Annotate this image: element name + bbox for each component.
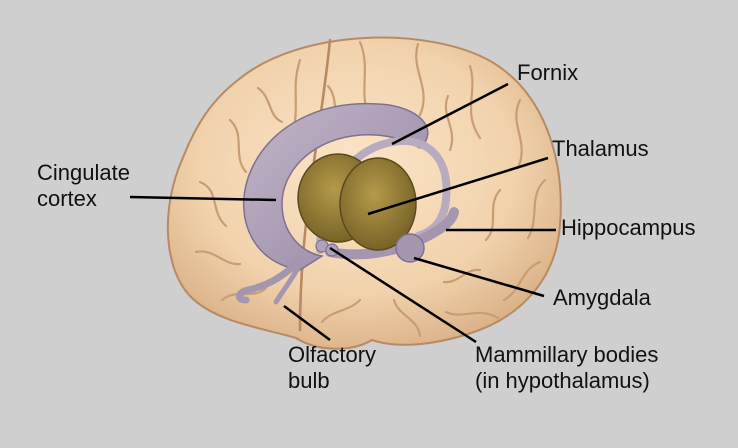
pointer-thalamus [367, 156, 549, 216]
label-mammillary-line1: Mammillary bodies [475, 342, 659, 367]
pointer-mammillary [329, 246, 477, 344]
label-mammillary-line2: (in hypothalamus) [475, 368, 650, 393]
label-amygdala: Amygdala [553, 285, 651, 310]
label-mammillary-bodies: Mammillary bodies (in hypothalamus) [475, 342, 658, 394]
label-thalamus: Thalamus [552, 136, 649, 161]
pointer-fornix [391, 82, 509, 146]
cingulate-cortex-shape [243, 102, 429, 271]
olfactory-bulb-shape [236, 256, 304, 304]
pointer-amygdala [413, 256, 545, 298]
label-olfactory-line2: bulb [288, 368, 330, 393]
pointer-olfactory [283, 304, 331, 342]
label-cingulate-line2: cortex [37, 186, 97, 211]
label-olfactory-bulb: Olfactory bulb [288, 342, 376, 394]
label-hippocampus: Hippocampus [561, 215, 696, 240]
label-fornix: Fornix [517, 60, 579, 85]
pointer-cingulate [129, 195, 277, 202]
thalamus-shape [297, 153, 417, 251]
label-cingulate-cortex: Cingulate cortex [37, 160, 130, 212]
hippocampus-shape [325, 207, 459, 260]
label-cingulate-line1: Cingulate [37, 160, 130, 185]
label-olfactory-line1: Olfactory [288, 342, 377, 367]
pointer-lines [129, 82, 556, 344]
amygdala-shape [395, 233, 425, 263]
